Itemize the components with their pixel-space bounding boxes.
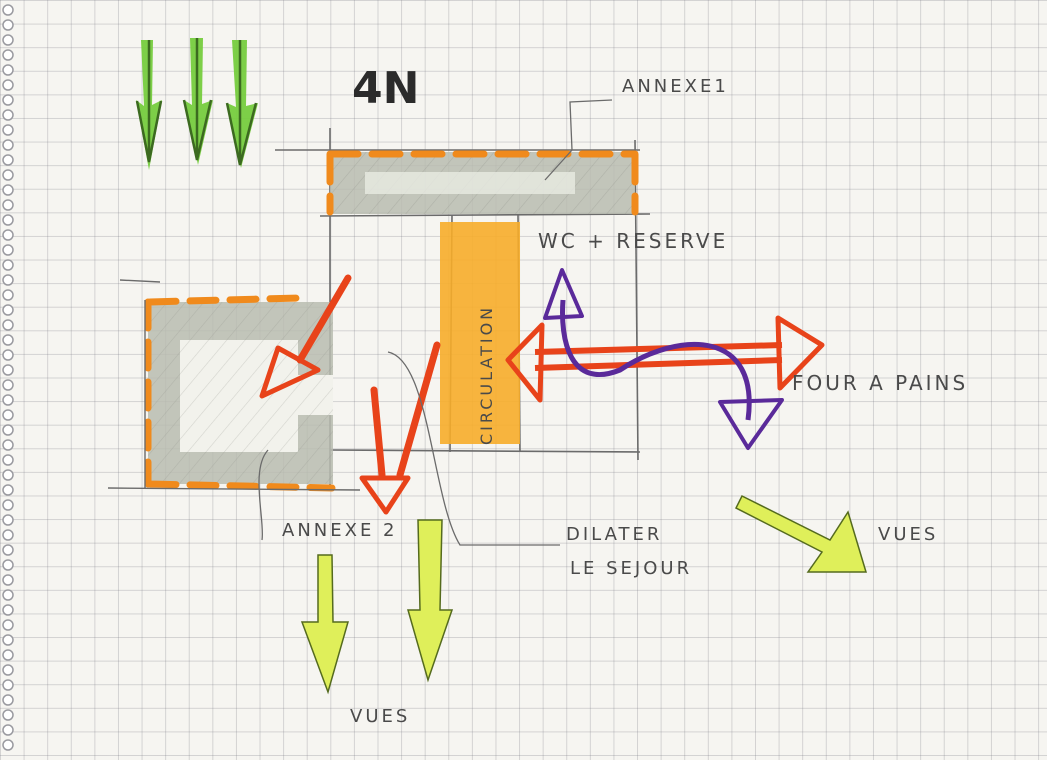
circulation-label: CIRCULATION	[477, 305, 496, 445]
binding-ring	[2, 709, 14, 721]
binding-ring	[2, 499, 14, 511]
binding-ring	[2, 634, 14, 646]
binding-ring	[2, 139, 14, 151]
binding-ring	[2, 94, 14, 106]
circulation-strip: CIRCULATION	[440, 222, 520, 445]
purple-arrow-icon	[543, 268, 784, 450]
binding-ring	[2, 529, 14, 541]
binding-ring	[2, 364, 14, 376]
binding-ring	[2, 439, 14, 451]
binding-ring	[2, 229, 14, 241]
binding-ring	[2, 589, 14, 601]
binding-ring	[2, 469, 14, 481]
binding-ring	[2, 454, 14, 466]
yellow-arrow-icon	[734, 494, 868, 573]
annexe2-block	[107, 279, 361, 492]
spiral-binding	[2, 4, 14, 751]
binding-ring	[2, 64, 14, 76]
red-arrow-icon	[359, 341, 441, 515]
binding-ring	[2, 739, 14, 751]
binding-ring	[2, 679, 14, 691]
binding-ring	[2, 514, 14, 526]
binding-ring	[2, 409, 14, 421]
binding-ring	[2, 289, 14, 301]
binding-ring	[2, 319, 14, 331]
binding-ring	[2, 274, 14, 286]
dilater-label-line1: DILATER	[566, 524, 662, 545]
binding-ring	[2, 379, 14, 391]
binding-ring	[2, 199, 14, 211]
binding-ring	[2, 334, 14, 346]
annexe2-label: ANNEXE 2	[282, 520, 398, 541]
dilater-label-line2: LE SEJOUR	[570, 558, 692, 579]
green-arrow-icon	[225, 40, 258, 168]
vues-right-label: VUES	[878, 524, 938, 545]
binding-ring	[2, 184, 14, 196]
binding-ring	[2, 619, 14, 631]
annexe1-block	[326, 150, 639, 216]
binding-ring	[2, 664, 14, 676]
binding-ring	[2, 154, 14, 166]
binding-ring	[2, 49, 14, 61]
binding-ring	[2, 574, 14, 586]
red-arrows-group	[259, 274, 825, 515]
leader-lines	[258, 99, 613, 546]
binding-ring	[2, 649, 14, 661]
binding-ring	[2, 124, 14, 136]
north-label: 4N	[352, 63, 419, 114]
green-arrow-icon	[135, 40, 163, 170]
binding-ring	[2, 304, 14, 316]
binding-ring	[2, 214, 14, 226]
binding-ring	[2, 349, 14, 361]
green-arrow-icon	[182, 38, 213, 165]
binding-ring	[2, 259, 14, 271]
binding-ring	[2, 34, 14, 46]
north-arrows-group	[135, 38, 258, 170]
binding-ring	[2, 79, 14, 91]
binding-ring	[2, 544, 14, 556]
binding-ring	[2, 724, 14, 736]
yellow-arrow-icon	[407, 519, 454, 683]
annexe1-label: ANNEXE1	[622, 76, 729, 97]
binding-ring	[2, 424, 14, 436]
red-arrow-icon	[259, 274, 352, 399]
binding-ring	[2, 244, 14, 256]
binding-ring	[2, 604, 14, 616]
yellow-arrow-icon	[300, 554, 349, 695]
binding-ring	[2, 109, 14, 121]
binding-ring	[2, 694, 14, 706]
four-a-pains-label: FOUR A PAINS	[792, 371, 968, 395]
binding-ring	[2, 559, 14, 571]
binding-ring	[2, 394, 14, 406]
wc-reserve-label: WC + RESERVE	[538, 229, 728, 253]
binding-ring	[2, 4, 14, 16]
binding-ring	[2, 484, 14, 496]
vues-bottom-label: VUES	[350, 706, 410, 727]
binding-ring	[2, 19, 14, 31]
double-red-arrow-icon	[505, 315, 825, 403]
yellow-arrows-group	[300, 494, 868, 695]
binding-ring	[2, 169, 14, 181]
